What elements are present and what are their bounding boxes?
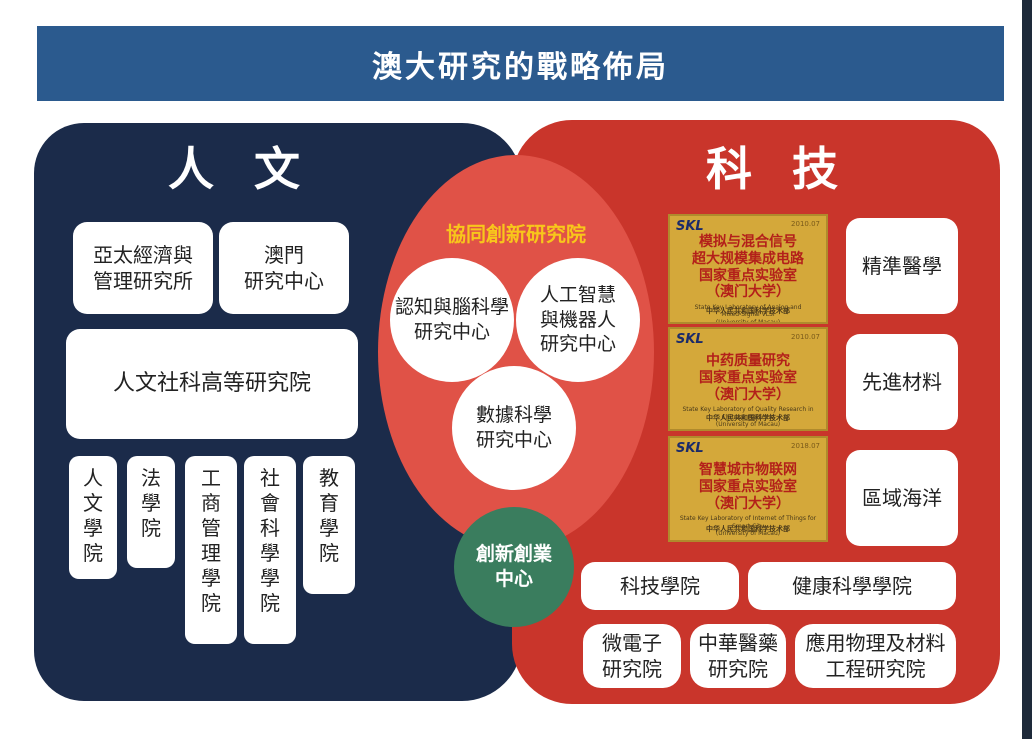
area-regional-ocean: 區域海洋: [846, 450, 958, 546]
plaque-chinese-title: 中药质量研究 国家重点实验室 （澳门大学）: [699, 353, 797, 403]
faculty-science-technology: 科技學院: [581, 562, 739, 610]
page-title: 澳大研究的戰略佈局: [37, 26, 1004, 101]
technology-heading: 科 技: [705, 142, 850, 196]
skl-plaque-analog-vlsi: SKL 2010.07 模拟与混合信号 超大规模集成电路 国家重点实验室 （澳门…: [668, 214, 828, 324]
area-advanced-materials: 先進材料: [846, 334, 958, 430]
faculty-business: 工 商 管 理 學 院: [185, 456, 237, 644]
skl-plaque-iot-smart-city: SKL 2018.07 智慧城市物联网 国家重点实验室 （澳门大学） State…: [668, 436, 828, 542]
faculty-arts-humanities: 人 文 學 院: [69, 456, 117, 579]
plaque-year: 2010.07: [791, 220, 820, 228]
institute-microelectronics: 微電子 研究院: [583, 624, 681, 688]
plaque-english-title: State Key Laboratory of Analog and Mixed…: [694, 304, 802, 324]
humanities-heading: 人 文: [167, 142, 312, 196]
apec-institute-box: 亞太經濟與 管理研究所: [73, 222, 213, 314]
macau-studies-box: 澳門 研究中心: [219, 222, 349, 314]
faculty-education: 教 育 學 院: [303, 456, 355, 594]
plaque-chinese-title: 模拟与混合信号 超大规模集成电路 国家重点实验室 （澳门大学）: [692, 234, 804, 301]
faculty-law: 法 學 院: [127, 456, 175, 568]
plaque-issuer: 中华人民共和国科学技术部: [706, 525, 790, 533]
plaque-year: 2018.07: [791, 442, 820, 450]
advanced-studies-box: 人文社科高等研究院: [66, 329, 358, 439]
plaque-issuer: 中华人民共和国科学技术部: [706, 307, 790, 315]
institute-chinese-medicine: 中華醫藥 研究院: [690, 624, 786, 688]
plaque-chinese-title: 智慧城市物联网 国家重点实验室 （澳门大学）: [699, 462, 797, 512]
institute-applied-physics-materials: 應用物理及材料 工程研究院: [795, 624, 956, 688]
plaque-english-title: State Key Laboratory of Internet of Thin…: [679, 515, 817, 537]
skl-plaque-chinese-medicine: SKL 2010.07 中药质量研究 国家重点实验室 （澳门大学） State …: [668, 327, 828, 431]
plaque-issuer: 中华人民共和国科学技术部: [706, 414, 790, 422]
skl-logo-icon: SKL: [676, 441, 704, 456]
collaboration-title: 協同創新研究院: [446, 222, 586, 246]
area-precision-medicine: 精準醫學: [846, 218, 958, 314]
plaque-english-title: State Key Laboratory of Quality Research…: [682, 406, 814, 428]
skl-logo-icon: SKL: [676, 332, 704, 347]
skl-logo-icon: SKL: [676, 219, 704, 234]
plaque-year: 2010.07: [791, 333, 820, 341]
faculty-health-sciences: 健康科學學院: [748, 562, 956, 610]
right-edge-strip: [1022, 0, 1032, 739]
faculty-social-sciences: 社 會 科 學 學 院: [244, 456, 296, 644]
center-data-science: 數據科學 研究中心: [452, 366, 576, 490]
innovation-entrepreneurship-center: 創新創業 中心: [454, 507, 574, 627]
center-cognitive-brain: 認知與腦科學 研究中心: [390, 258, 514, 382]
center-ai-robotics: 人工智慧 與機器人 研究中心: [516, 258, 640, 382]
